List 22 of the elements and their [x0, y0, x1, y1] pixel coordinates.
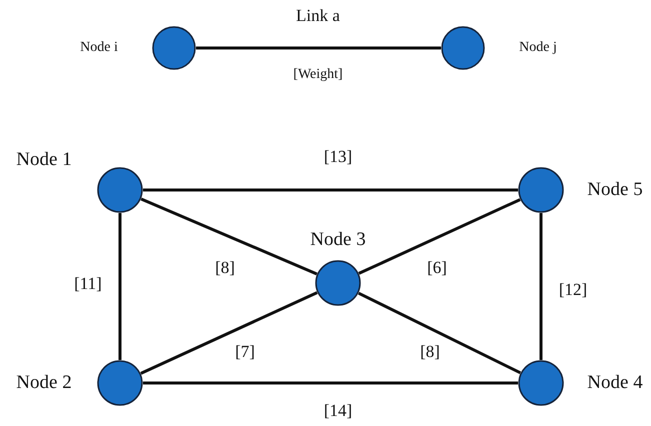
connector-line [143, 188, 518, 192]
connector-line [140, 291, 318, 375]
node-label: Node 1 [16, 149, 72, 171]
edge-label: [8] [213, 258, 237, 278]
connector-line [358, 292, 522, 374]
node-label: Node 4 [587, 372, 643, 394]
connector-line [358, 198, 521, 275]
connector-line [196, 46, 441, 50]
edge-label: [11] [72, 274, 104, 294]
node-label: Node j [519, 40, 557, 56]
node-label: Node 2 [16, 372, 72, 394]
edge-label: [7] [233, 342, 257, 362]
node-label: Node 3 [310, 229, 366, 251]
connector-line [118, 213, 122, 360]
edge-label: [Weight] [291, 67, 345, 83]
connector-line [140, 198, 318, 276]
edge-label: [8] [418, 342, 442, 362]
connector-line [540, 213, 542, 360]
edge-label: [6] [425, 258, 449, 278]
node-label: Node 5 [587, 179, 643, 201]
connector-line [143, 382, 518, 384]
node-label: Node i [80, 40, 118, 56]
